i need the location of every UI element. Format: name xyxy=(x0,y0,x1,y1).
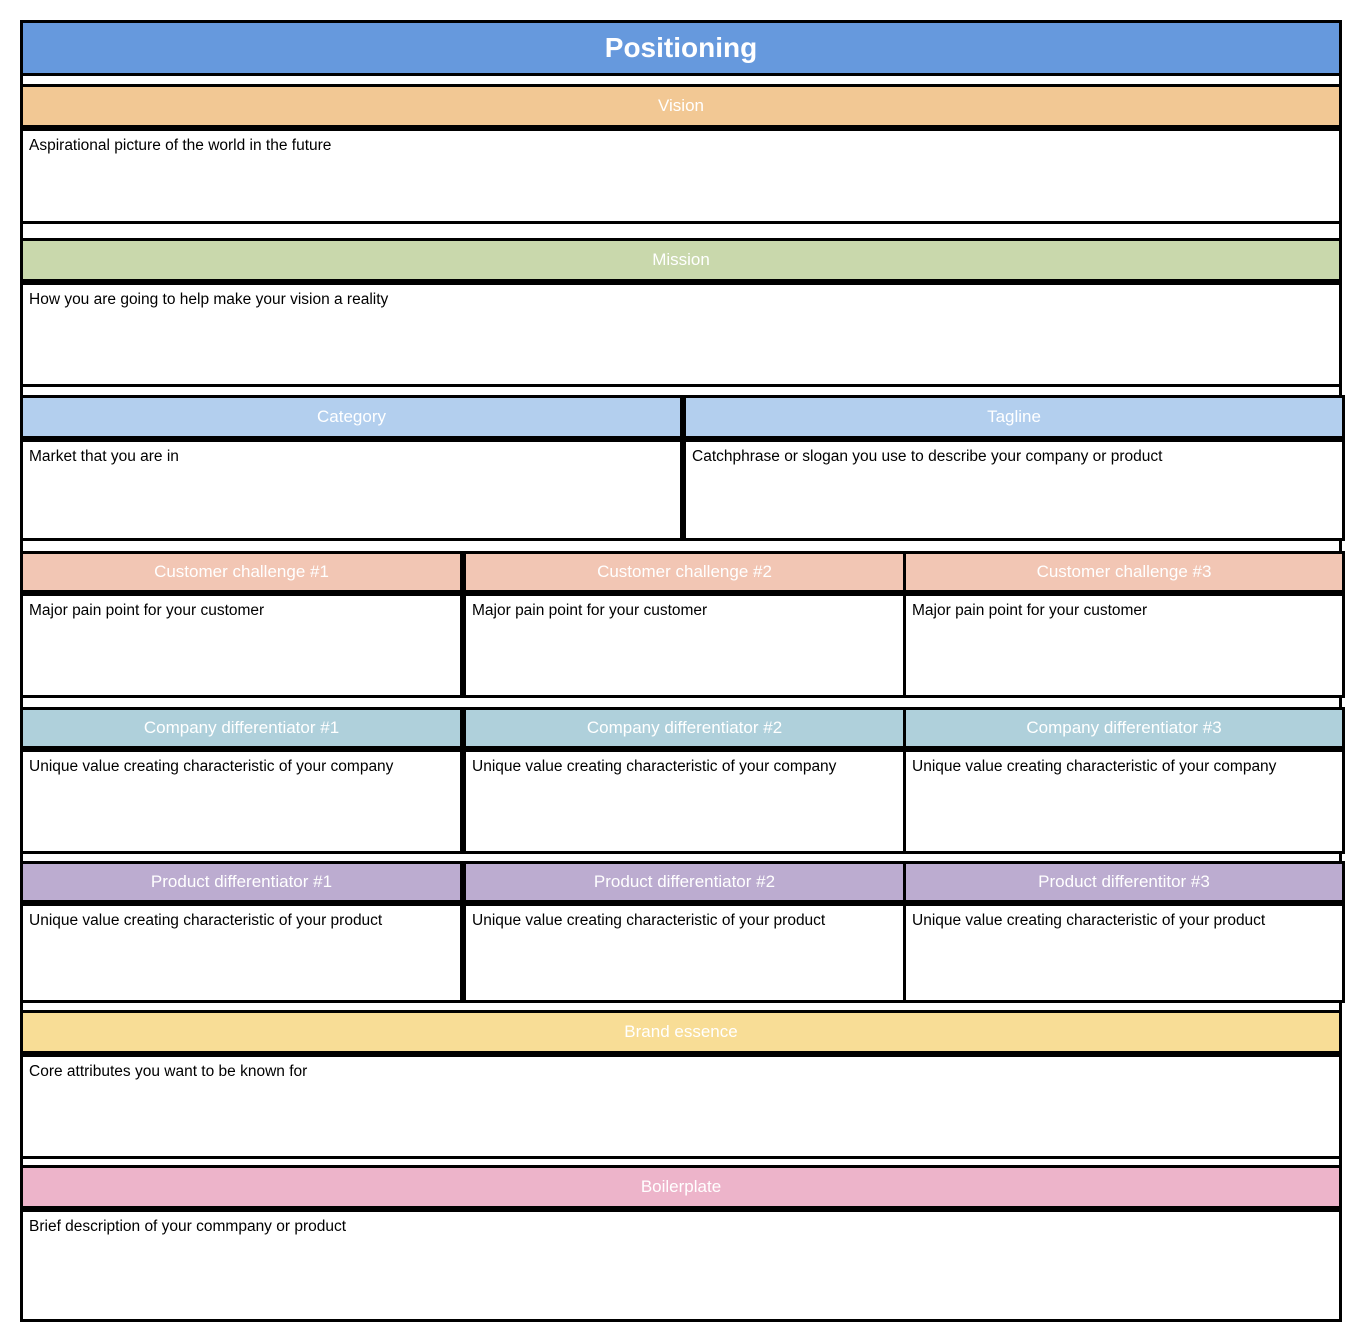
section-header-product-differentiator-3: Product differentitor #3 xyxy=(903,861,1345,903)
section-body-customer-challenge-2[interactable]: Major pain point for your customer xyxy=(463,593,906,698)
section-body-brand-essence-text: Core attributes you want to be known for xyxy=(29,1063,308,1080)
section-body-vision-text: Aspirational picture of the world in the… xyxy=(29,137,332,154)
section-header-boilerplate: Boilerplate xyxy=(20,1165,1342,1209)
section-body-product-differentiator-2[interactable]: Unique value creating characteristic of … xyxy=(463,903,906,1003)
section-body-mission[interactable]: How you are going to help make your visi… xyxy=(20,282,1342,387)
section-header-company-differentiator-2: Company differentiator #2 xyxy=(463,707,906,749)
section-body-product-differentiator-3[interactable]: Unique value creating characteristic of … xyxy=(903,903,1345,1003)
section-header-company-differentiator-3-label: Company differentiator #3 xyxy=(1026,717,1222,737)
section-body-customer-challenge-1[interactable]: Major pain point for your customer xyxy=(20,593,463,698)
section-header-mission-label: Mission xyxy=(652,249,710,269)
section-header-brand-essence-label: Brand essence xyxy=(624,1021,738,1041)
section-header-customer-challenge-1-label: Customer challenge #1 xyxy=(154,561,329,581)
section-header-company-differentiator-3: Company differentiator #3 xyxy=(903,707,1345,749)
section-body-vision[interactable]: Aspirational picture of the world in the… xyxy=(20,128,1342,224)
section-body-category[interactable]: Market that you are in xyxy=(20,439,683,541)
section-header-category: Category xyxy=(20,395,683,439)
section-body-customer-challenge-3[interactable]: Major pain point for your customer xyxy=(903,593,1345,698)
section-body-company-differentiator-2-text: Unique value creating characteristic of … xyxy=(472,758,837,775)
section-body-customer-challenge-1-text: Major pain point for your customer xyxy=(29,602,265,619)
section-header-tagline: Tagline xyxy=(683,395,1345,439)
section-body-boilerplate[interactable]: Brief description of your commpany or pr… xyxy=(20,1209,1342,1322)
section-body-tagline[interactable]: Catchphrase or slogan you use to describ… xyxy=(683,439,1345,541)
section-header-vision: Vision xyxy=(20,84,1342,128)
section-body-tagline-text: Catchphrase or slogan you use to describ… xyxy=(692,448,1163,465)
section-header-category-label: Category xyxy=(317,406,386,426)
section-header-vision-label: Vision xyxy=(658,95,704,115)
section-body-category-text: Market that you are in xyxy=(29,448,179,465)
section-body-boilerplate-text: Brief description of your commpany or pr… xyxy=(29,1218,347,1235)
section-header-customer-challenge-2: Customer challenge #2 xyxy=(463,551,906,593)
section-body-mission-text: How you are going to help make your visi… xyxy=(29,291,389,308)
section-header-customer-challenge-3-label: Customer challenge #3 xyxy=(1036,561,1212,581)
section-header-company-differentiator-1-label: Company differentiator #1 xyxy=(143,717,340,737)
section-body-company-differentiator-1[interactable]: Unique value creating characteristic of … xyxy=(20,749,463,854)
canvas-title: Positioning xyxy=(20,20,1342,76)
section-body-product-differentiator-2-text: Unique value creating characteristic of … xyxy=(472,912,826,929)
section-header-mission: Mission xyxy=(20,238,1342,282)
section-header-boilerplate-label: Boilerplate xyxy=(640,1176,722,1196)
section-header-product-differentiator-1-label: Product differentiator #1 xyxy=(150,871,333,891)
canvas-title-label: Positioning xyxy=(604,31,758,63)
section-body-company-differentiator-1-text: Unique value creating characteristic of … xyxy=(29,758,394,775)
section-body-product-differentiator-3-text: Unique value creating characteristic of … xyxy=(912,912,1266,929)
section-body-product-differentiator-1[interactable]: Unique value creating characteristic of … xyxy=(20,903,463,1003)
positioning-canvas: Positioning Vision Aspirational picture … xyxy=(20,20,1345,1322)
section-header-product-differentiator-3-label: Product differentitor #3 xyxy=(1038,871,1210,891)
section-header-tagline-label: Tagline xyxy=(987,406,1041,426)
section-header-product-differentiator-1: Product differentiator #1 xyxy=(20,861,463,903)
section-body-brand-essence[interactable]: Core attributes you want to be known for xyxy=(20,1054,1342,1159)
section-body-customer-challenge-3-text: Major pain point for your customer xyxy=(912,602,1148,619)
section-header-product-differentiator-2-label: Product differentiator #2 xyxy=(593,871,776,891)
section-header-company-differentiator-1: Company differentiator #1 xyxy=(20,707,463,749)
section-header-customer-challenge-2-label: Customer challenge #2 xyxy=(597,561,772,581)
section-header-product-differentiator-2: Product differentiator #2 xyxy=(463,861,906,903)
section-header-company-differentiator-2-label: Company differentiator #2 xyxy=(586,717,783,737)
section-header-customer-challenge-3: Customer challenge #3 xyxy=(903,551,1345,593)
section-header-brand-essence: Brand essence xyxy=(20,1010,1342,1054)
section-header-customer-challenge-1: Customer challenge #1 xyxy=(20,551,463,593)
section-body-product-differentiator-1-text: Unique value creating characteristic of … xyxy=(29,912,383,929)
section-body-company-differentiator-2[interactable]: Unique value creating characteristic of … xyxy=(463,749,906,854)
section-body-customer-challenge-2-text: Major pain point for your customer xyxy=(472,602,708,619)
section-body-company-differentiator-3-text: Unique value creating characteristic of … xyxy=(912,758,1277,775)
section-body-company-differentiator-3[interactable]: Unique value creating characteristic of … xyxy=(903,749,1345,854)
